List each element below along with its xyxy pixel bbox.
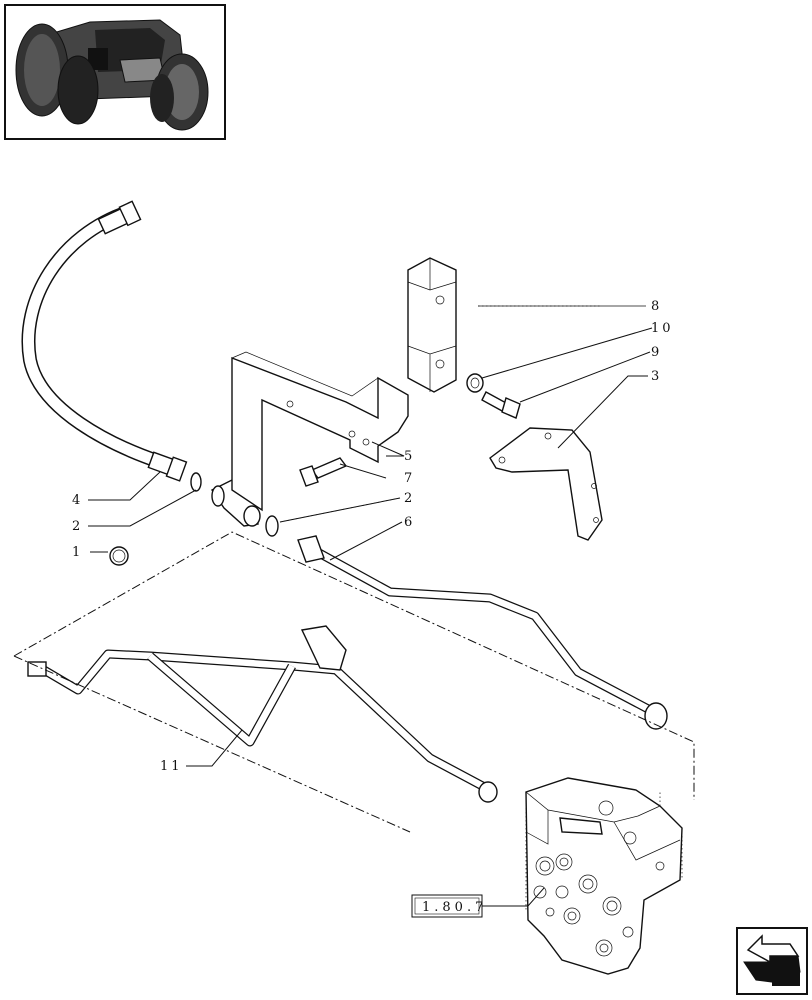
callout-3: 3 bbox=[651, 369, 662, 384]
tractor-thumbnail-icon[interactable] bbox=[4, 4, 226, 140]
support-bracket-3 bbox=[489, 427, 603, 541]
elbow-fitting bbox=[210, 477, 261, 527]
callout-2a: 2 bbox=[72, 519, 83, 534]
callout-5: 5 bbox=[404, 449, 415, 464]
bolt-7 bbox=[299, 457, 348, 487]
callout-11: 11 bbox=[160, 759, 183, 774]
hose-assembly bbox=[21, 200, 188, 482]
callout-1: 1 bbox=[72, 545, 83, 560]
callout-6: 6 bbox=[404, 515, 415, 530]
reference-label: 1.80.7 bbox=[422, 900, 487, 915]
control-valve bbox=[525, 777, 683, 975]
o-ring-2b bbox=[265, 515, 279, 537]
leader-lines bbox=[88, 305, 653, 767]
callout-9: 9 bbox=[651, 345, 662, 360]
o-ring-1 bbox=[109, 546, 129, 566]
washer-10 bbox=[466, 373, 484, 393]
callout-8: 8 bbox=[651, 299, 662, 314]
callout-2b: 2 bbox=[404, 491, 415, 506]
o-ring-2a bbox=[190, 472, 202, 492]
assembly-boundary bbox=[13, 531, 695, 800]
pipe-6 bbox=[297, 535, 668, 730]
callout-4: 4 bbox=[72, 493, 83, 508]
clamp-block-8 bbox=[407, 257, 457, 393]
callout-10: 10 bbox=[651, 321, 674, 336]
pipe-11 bbox=[27, 625, 498, 803]
callout-7: 7 bbox=[404, 471, 415, 486]
bracket-plate-5 bbox=[231, 351, 409, 512]
reference-box[interactable]: 1.80.7 bbox=[411, 887, 545, 918]
next-page-arrow-icon[interactable] bbox=[736, 927, 808, 995]
bolt-9 bbox=[481, 391, 521, 419]
